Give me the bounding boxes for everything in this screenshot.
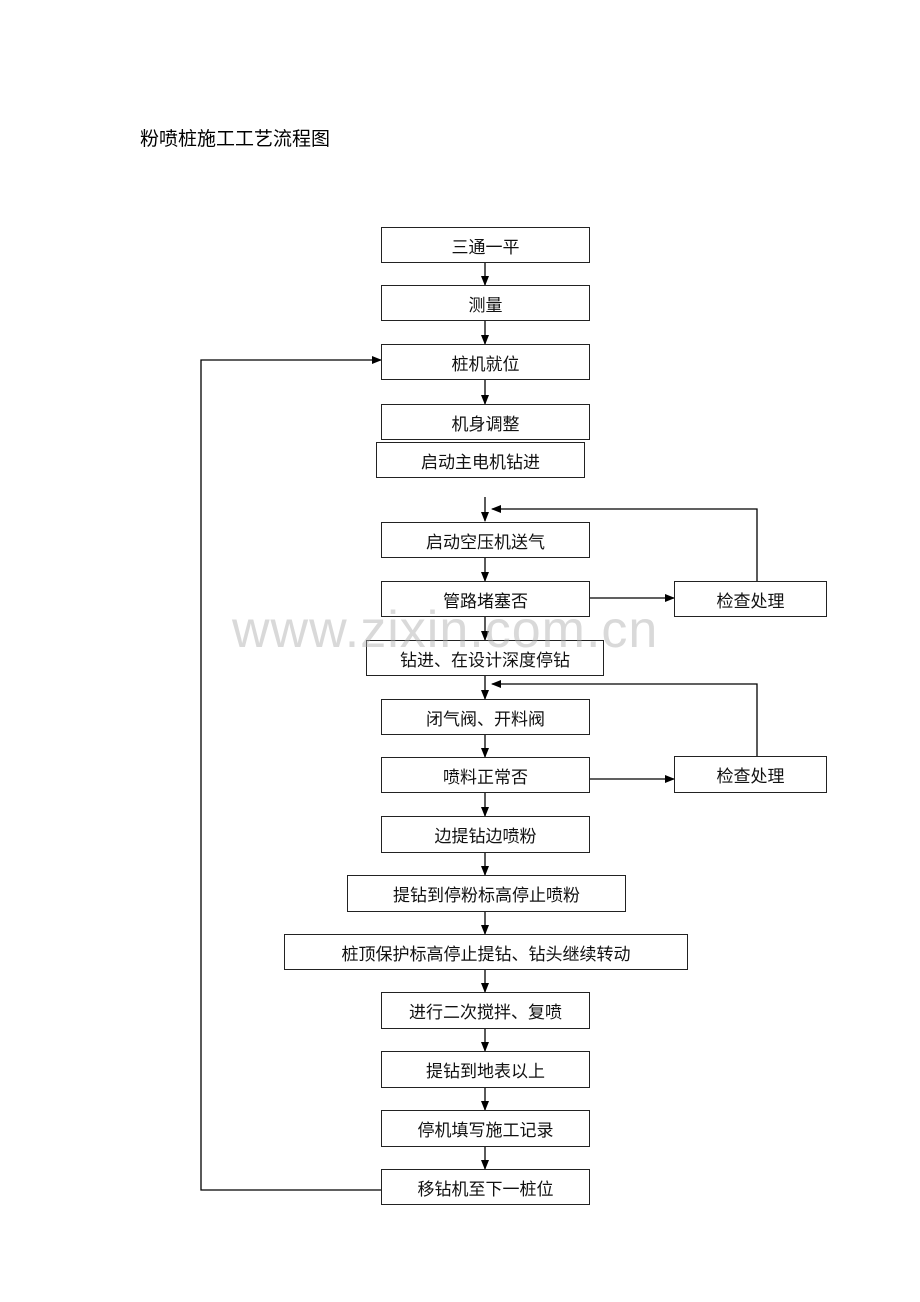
step-box: 启动空压机送气 [381,522,590,558]
step-box: 桩顶保护标高停止提钻、钻头继续转动 [284,934,688,970]
step-box: 测量 [381,285,590,321]
step-box: 闭气阀、开料阀 [381,699,590,735]
step-box: 进行二次搅拌、复喷 [381,992,590,1029]
step-box: 机身调整 [381,404,590,440]
step-box: 启动主电机钻进 [376,442,585,478]
step-box: 三通一平 [381,227,590,263]
page-title: 粉喷桩施工工艺流程图 [140,128,331,150]
watermark: www.zixin.com.cn [232,601,659,659]
check-box: 检查处理 [674,756,827,793]
check-box: 检查处理 [674,581,827,617]
decision-box: 管路堵塞否 [381,581,590,617]
step-box: 钻进、在设计深度停钻 [366,640,604,676]
step-box: 桩机就位 [381,344,590,380]
decision-box: 喷料正常否 [381,757,590,793]
step-box: 停机填写施工记录 [381,1110,590,1147]
step-box: 移钻机至下一桩位 [381,1169,590,1205]
step-box: 边提钻边喷粉 [381,816,590,853]
step-box: 提钻到地表以上 [381,1051,590,1088]
step-box: 提钻到停粉标高停止喷粉 [347,875,626,912]
